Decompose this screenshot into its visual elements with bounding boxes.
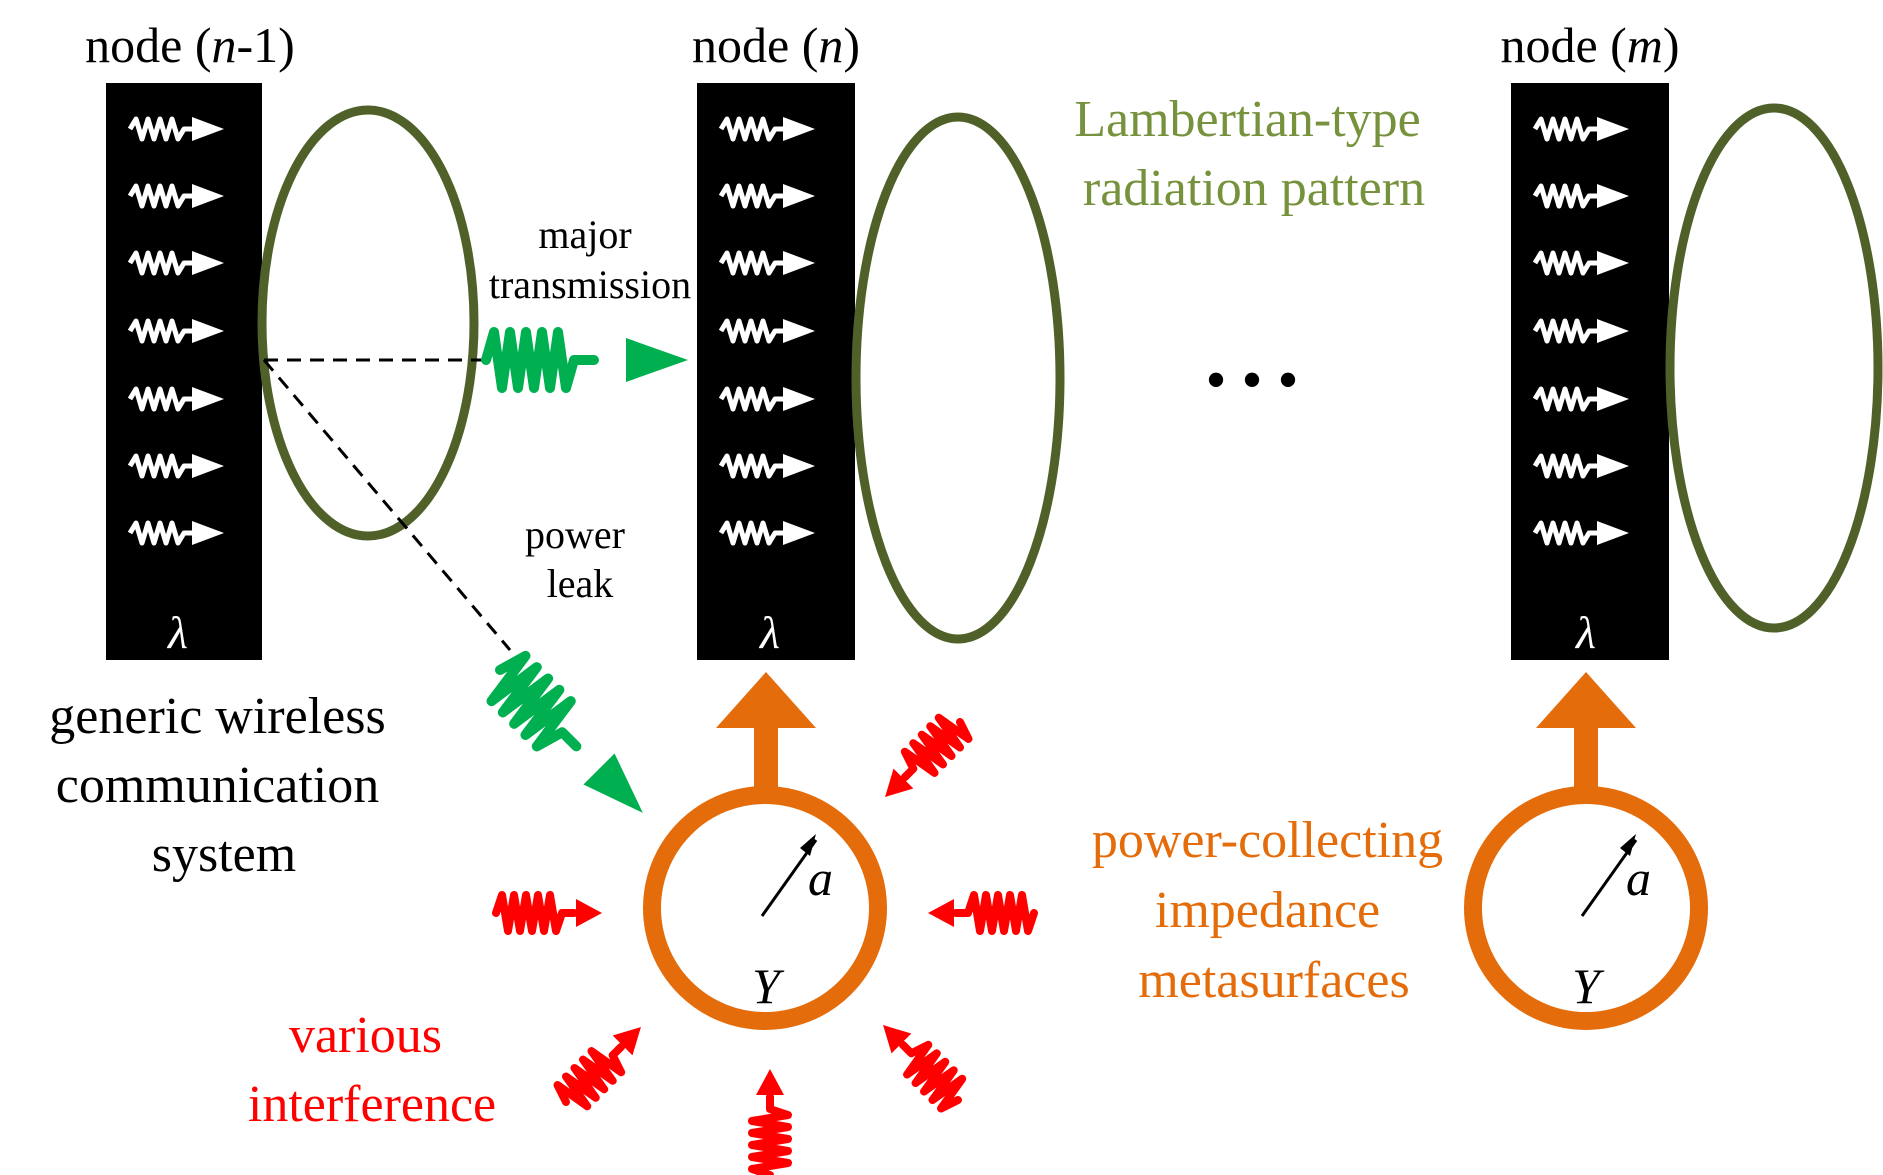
interference-wave-left [496,895,602,931]
node-n-minus-1-emitters [130,117,224,545]
node-n-panel [697,83,855,660]
emitter-wave-icon [130,521,224,545]
ellipsis-dots: • • • [1205,347,1298,413]
emitter-wave-icon [721,184,815,208]
radius-symbol: a [1626,850,1651,906]
radiation-pattern-ellipse [851,112,1065,644]
radiation-pattern-ellipse [1665,103,1883,633]
admittance-symbol: Y [752,958,785,1014]
admittance-symbol: Y [1572,958,1605,1014]
major-transmission-label: major transmission [489,212,691,307]
node-m-title: node (m) [1500,17,1679,73]
emitter-wave-icon [721,387,815,411]
node-n-emitters [721,117,815,545]
emitter-wave-icon [721,521,815,545]
emitter-wave-icon [1535,117,1629,141]
power-leak-label: power leak [525,512,635,606]
metasurface-ring-m: a Y [1464,672,1708,1030]
node-m-panel [1511,83,1669,660]
emitter-wave-icon [721,454,815,478]
interference-wave-right [928,895,1034,931]
node-n-title: node (n) [692,17,860,73]
emitter-wave-icon [1535,251,1629,275]
emitter-wave-icon [1535,387,1629,411]
metasurface-ring-n: a Y [643,672,887,1030]
major-transmission-wave [486,332,688,388]
power-leak-wave [480,650,643,813]
power-leak-dashed-line [262,359,512,651]
orange-up-arrow [1536,672,1636,728]
interference-wave-bottom [752,1069,788,1175]
emitter-wave-icon [721,117,815,141]
interference-wave-bottom-right [883,1025,970,1112]
emitter-wave-icon [1535,319,1629,343]
node-n-minus-1-title: node (n-1) [85,17,295,73]
lambda-symbol: λ [1574,607,1596,658]
lambda-symbol: λ [758,607,780,658]
emitter-wave-icon [1535,184,1629,208]
orange-up-arrow [716,672,816,728]
node-n: node (n) λ [692,17,1065,660]
lambda-symbol: λ [166,607,188,658]
emitter-wave-icon [130,251,224,275]
radius-symbol: a [808,850,833,906]
collector-ring [643,786,887,1030]
interference-wave-bottom-left [553,1027,641,1114]
radiation-pattern-ellipse [257,105,479,541]
generic-system-label: generic wireless communication system [49,688,398,883]
emitter-wave-icon [721,319,815,343]
node-m-emitters [1535,117,1629,545]
node-n-minus-1-panel [106,83,262,660]
emitter-wave-icon [721,251,815,275]
emitter-wave-icon [130,117,224,141]
emitter-wave-icon [1535,454,1629,478]
interference-wave-top-right [885,709,972,797]
emitter-wave-icon [130,184,224,208]
emitter-wave-icon [130,319,224,343]
emitter-wave-icon [130,387,224,411]
interference-label: various interference [248,1007,496,1133]
collector-ring [1464,786,1708,1030]
emitter-wave-icon [130,454,224,478]
metasurface-label: power-collecting impedance metasurfaces [1092,812,1456,1009]
node-m: node (m) λ [1500,17,1883,660]
node-n-minus-1: node (n-1) λ [85,17,479,660]
lambertian-label: Lambertian-type radiation pattern [1074,91,1434,217]
emitter-wave-icon [1535,521,1629,545]
